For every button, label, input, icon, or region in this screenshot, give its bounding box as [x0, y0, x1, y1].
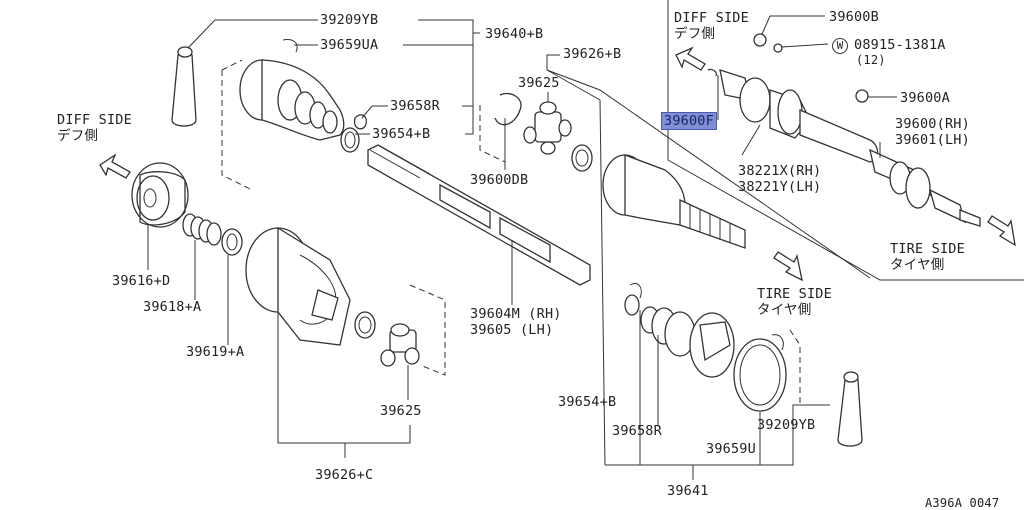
label-tire-side-mid: TIRE SIDE: [757, 286, 832, 302]
ring-upper-mid: [571, 144, 593, 172]
boot-lower-right: [640, 306, 735, 378]
ring-39654-bottom: [624, 294, 640, 316]
label-39604m: 39604M (RH): [470, 306, 562, 322]
arrow-tire-side-mid-icon: [773, 251, 803, 282]
label-39600a: 39600A: [900, 90, 950, 106]
flange-39616d: [131, 162, 189, 228]
label-tire-side-right: TIRE SIDE: [890, 241, 965, 257]
arrow-tire-side-right-icon: [987, 215, 1016, 247]
boot-left-upper: [239, 39, 345, 141]
label-tire-side-right-jp: タイヤ側: [890, 257, 945, 273]
label-08915-qty: (12): [856, 53, 886, 67]
label-39600db: 39600DB: [470, 172, 529, 188]
label-39640b: 39640+B: [485, 26, 544, 42]
label-39641: 39641: [667, 483, 709, 499]
label-39616d: 39616+D: [112, 273, 171, 289]
arrow-diff-side-right-icon: [675, 46, 706, 71]
label-38221y: 38221Y(LH): [738, 179, 822, 195]
label-39625-top: 39625: [518, 75, 560, 91]
housing-39626c: [245, 226, 351, 346]
inset-axle-assembly: [707, 33, 981, 227]
label-39625-bottom: 39625: [380, 403, 422, 419]
label-39600f[interactable]: 39600F: [661, 112, 717, 130]
label-39619a: 39619+A: [186, 344, 245, 360]
label-39658r-bottom: 39658R: [612, 423, 662, 439]
outer-joint-39626b: [602, 154, 746, 249]
label-39626c: 39626+C: [315, 467, 374, 483]
ring-39619a: [221, 228, 243, 256]
band-top-left: [171, 46, 197, 127]
ring-39654-top: [340, 127, 360, 153]
label-39659u: 39659U: [706, 441, 756, 457]
snap-ring-39600db: [494, 92, 522, 126]
leader-lines: [147, 15, 897, 480]
label-diff-side-right-jp: デフ側: [674, 26, 716, 42]
label-diff-side-left-jp: デフ側: [57, 128, 99, 144]
band-bottom-right: [837, 371, 863, 447]
label-39209yb-top: 39209YB: [320, 12, 379, 28]
label-39659ua: 39659UA: [320, 37, 379, 53]
shaft-39604m: [367, 144, 591, 286]
label-39654b-bottom: 39654+B: [558, 394, 617, 410]
washer-circle-icon: W: [832, 38, 848, 54]
label-39600rh: 39600(RH): [895, 116, 970, 132]
label-39605: 39605 (LH): [470, 322, 554, 338]
tripod-upper: [523, 101, 572, 155]
label-39626b: 39626+B: [563, 46, 622, 62]
label-diff-side-right: DIFF SIDE: [674, 10, 749, 26]
label-39654b-top: 39654+B: [372, 126, 431, 142]
label-diff-side-left: DIFF SIDE: [57, 112, 132, 128]
label-38221x: 38221X(RH): [738, 163, 822, 179]
arrow-diff-side-left-icon: [99, 153, 131, 179]
label-tire-side-mid-jp: タイヤ側: [757, 302, 812, 318]
label-39600b: 39600B: [829, 9, 879, 25]
diagram-code: A396A 0047: [925, 496, 1000, 510]
tripod-lower: [380, 323, 420, 367]
label-39658r-top: 39658R: [390, 98, 440, 114]
clip-39658r-top: [353, 114, 367, 130]
label-39601lh: 39601(LH): [895, 132, 970, 148]
band-lower-right: [733, 334, 787, 412]
label-39209yb-bottom: 39209YB: [757, 417, 816, 433]
spring-39618a: [182, 213, 222, 246]
label-08915: 08915-1381A: [854, 37, 946, 53]
label-39618a: 39618+A: [143, 299, 202, 315]
ring-lower-left: [354, 311, 376, 339]
inset-border: [667, 0, 1024, 281]
